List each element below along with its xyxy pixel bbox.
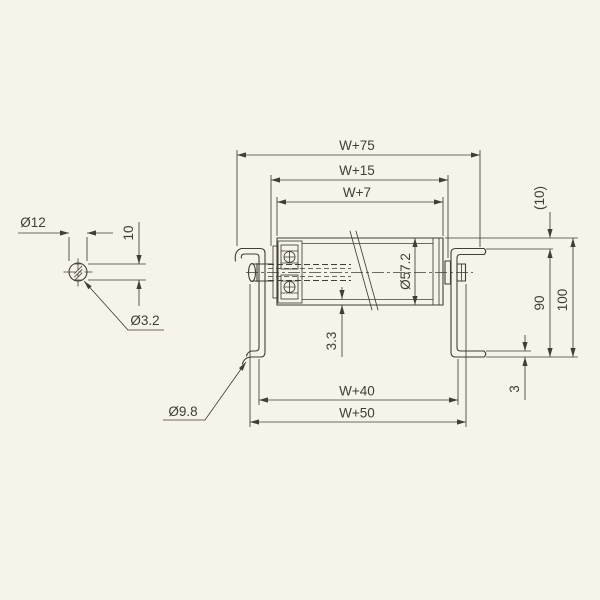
dim-roller-face-label: W+7 bbox=[343, 185, 371, 200]
dim-total-height-label: 100 bbox=[555, 289, 570, 312]
dim-overall-width: W+75 bbox=[236, 138, 481, 247]
dim-shaft-flats-label: 10 bbox=[121, 225, 136, 240]
dim-total-height: 100 bbox=[555, 238, 576, 357]
dim-frame-outer-label: W+40 bbox=[339, 384, 375, 399]
dim-shaft-diameter-label: Ø12 bbox=[20, 215, 46, 230]
dim-between-frames: W+15 bbox=[270, 163, 449, 258]
dim-frame-outer: W+40 bbox=[258, 359, 459, 405]
dim-roller-protrusion: (10) bbox=[532, 186, 553, 258]
dim-frame-height: 90 bbox=[532, 249, 553, 357]
break-lines bbox=[349, 230, 379, 311]
leader-pin-hole: Ø3.2 bbox=[83, 280, 164, 331]
shaft-end-detail bbox=[63, 258, 93, 287]
dim-shaft-length: W+50 bbox=[249, 284, 467, 427]
dim-flange-thickness: 3 bbox=[507, 335, 528, 400]
dim-roller-diameter: Ø57.2 bbox=[398, 238, 418, 305]
dim-roller-protrusion-label: (10) bbox=[532, 186, 547, 210]
bearing-assembly bbox=[272, 240, 303, 304]
leader-frame-hole-label: Ø9.8 bbox=[168, 404, 197, 419]
dim-flange-thickness-label: 3 bbox=[507, 385, 522, 393]
dim-tube-wall: 3.3 bbox=[324, 287, 345, 357]
shaft bbox=[247, 260, 467, 285]
dim-roller-diameter-label: Ø57.2 bbox=[398, 253, 413, 290]
leader-pin-hole-label: Ø3.2 bbox=[130, 313, 159, 328]
height-reference-lines bbox=[445, 237, 578, 358]
dim-roller-face: W+7 bbox=[276, 185, 444, 236]
dim-between-frames-label: W+15 bbox=[339, 163, 375, 178]
dim-frame-height-label: 90 bbox=[532, 295, 547, 310]
dim-shaft-length-label: W+50 bbox=[339, 406, 375, 421]
shaft-washer bbox=[444, 260, 452, 285]
leader-frame-hole: Ø9.8 bbox=[163, 361, 247, 421]
dim-shaft-flats: 10 bbox=[88, 222, 146, 306]
frame-right-bracket bbox=[450, 247, 487, 358]
dim-shaft-diameter: Ø12 bbox=[18, 215, 113, 261]
dim-tube-wall-label: 3.3 bbox=[324, 332, 339, 351]
dim-overall-width-label: W+75 bbox=[339, 138, 375, 153]
